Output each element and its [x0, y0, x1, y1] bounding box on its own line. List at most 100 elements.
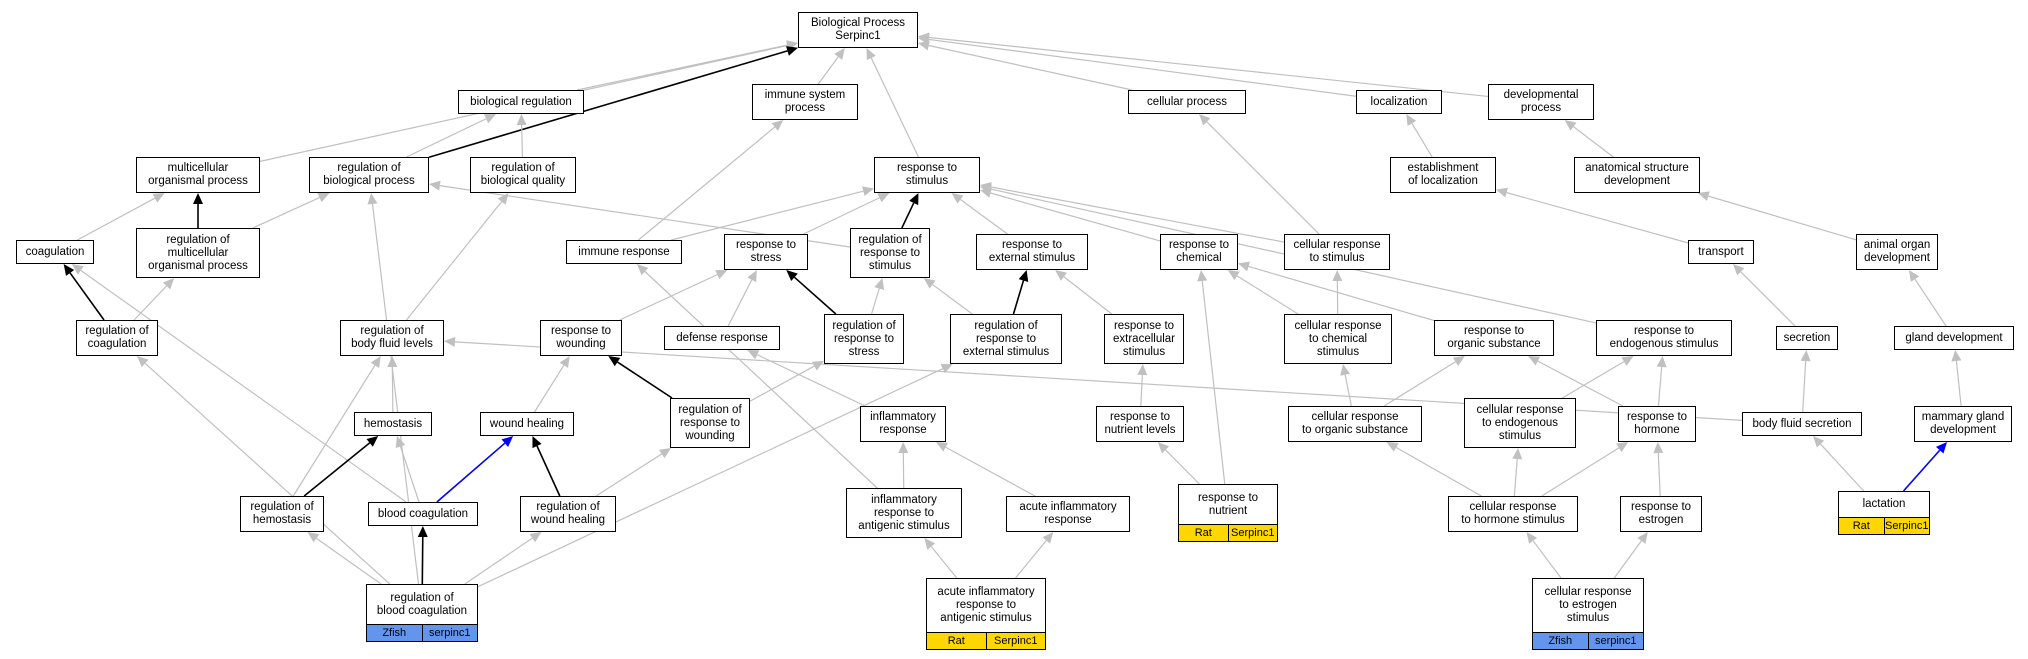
go-term-bp[interactable]: Biological Process Serpinc1	[798, 12, 918, 48]
go-term-resp[interactable]: response to stimulus	[874, 157, 980, 193]
go-term-regrespstress[interactable]: regulation of response to stress	[824, 314, 904, 364]
edge-cellresporg-to-resporg	[1383, 356, 1465, 407]
go-term-bloodcoag[interactable]: blood coagulation	[368, 502, 478, 526]
go-term-label: response to stress	[735, 239, 797, 264]
go-term-hemostasis[interactable]: hemostasis	[354, 412, 432, 436]
edge-line	[252, 197, 320, 229]
go-term-label: regulation of biological quality	[480, 162, 566, 187]
edge-line	[727, 279, 753, 327]
edge-regbfl-to-regbioq	[405, 193, 509, 321]
edge-line	[1613, 540, 1642, 579]
go-term-label: cellular response to estrogen stimulus	[1544, 586, 1632, 624]
edge-arrowhead	[980, 184, 992, 194]
go-term-label: regulation of coagulation	[85, 325, 149, 350]
edge-arrowhead	[1908, 270, 1920, 282]
go-term-cellresporg[interactable]: cellular response to organic substance	[1288, 406, 1422, 442]
go-term-resphorm[interactable]: response to hormone	[1618, 406, 1696, 442]
species-tag: Rat	[1194, 527, 1212, 539]
edge-arrowhead	[71, 264, 84, 275]
go-term-cellproc[interactable]: cellular process	[1128, 90, 1246, 114]
go-term-label: inflammatory response	[870, 411, 936, 436]
edge-regwoundheal-to-woundheal	[532, 436, 561, 497]
go-term-multorg[interactable]: multicellular organismal process	[136, 157, 260, 193]
edge-cellresphorm-to-cellresporg	[1386, 442, 1482, 497]
edge-cellresphorm-to-resphorm	[1541, 442, 1629, 497]
go-term-defresp[interactable]: defense response	[664, 326, 780, 350]
go-term-mamdev[interactable]: mammary gland development	[1914, 406, 2012, 442]
go-term-regrespwound[interactable]: regulation of response to wounding	[670, 398, 750, 448]
edge-line	[1015, 540, 1047, 579]
go-term-secretion[interactable]: secretion	[1776, 326, 1838, 350]
go-term-acuteinfl[interactable]: acute inflammatory response	[1006, 496, 1130, 532]
edge-regrespext-to-respext	[1012, 270, 1029, 315]
go-term-regrespext[interactable]: regulation of response to external stimu…	[950, 314, 1062, 364]
go-term-bioreg[interactable]: biological regulation	[458, 90, 584, 114]
edge-arrowhead	[1055, 270, 1067, 281]
edge-arrowhead	[307, 532, 320, 543]
go-term-respext[interactable]: response to external stimulus	[976, 234, 1088, 270]
annotation-row: Rat Serpinc1	[1179, 524, 1277, 541]
go-term-coag[interactable]: coagulation	[16, 240, 94, 264]
edge-line	[803, 197, 880, 235]
go-term-label: regulation of biological process	[323, 162, 415, 187]
go-term-cellresphorm[interactable]: cellular response to hormone stimulus	[1448, 496, 1578, 532]
edge-line	[77, 197, 156, 241]
go-term-regbioq[interactable]: regulation of biological quality	[470, 157, 576, 193]
go-term-resporg[interactable]: response to organic substance	[1434, 320, 1554, 356]
go-term-glanddev[interactable]: gland development	[1894, 326, 2014, 350]
edge-line	[644, 271, 878, 489]
go-term-regwoundheal[interactable]: regulation of wound healing	[520, 496, 616, 532]
go-term-acuteinflanti[interactable]: acute inflammatory response to antigenic…	[926, 578, 1046, 650]
go-term-immsys[interactable]: immune system process	[752, 84, 858, 120]
edge-line	[80, 269, 407, 503]
edge-estloc-to-local	[1406, 114, 1433, 158]
go-term-estloc[interactable]: establishment of localization	[1390, 157, 1496, 193]
go-term-anatdev[interactable]: anatomical structure development	[1574, 157, 1700, 193]
go-term-cellrespchem[interactable]: cellular response to chemical stimulus	[1284, 314, 1392, 364]
go-term-cellrespstim[interactable]: cellular response to stimulus	[1284, 234, 1390, 270]
go-term-respstress[interactable]: response to stress	[724, 234, 808, 270]
go-term-regresp[interactable]: regulation of response to stimulus	[850, 228, 930, 278]
go-term-label: wound healing	[489, 417, 565, 430]
go-term-label: cellular response to organic substance	[1301, 411, 1409, 436]
go-term-cellrespendo[interactable]: cellular response to endogenous stimulus	[1464, 398, 1576, 448]
go-term-regcoag[interactable]: regulation of coagulation	[76, 320, 158, 356]
go-term-label: regulation of hemostasis	[250, 501, 314, 526]
edge-resphorm-to-respendo	[1656, 356, 1667, 407]
go-term-respwound[interactable]: response to wounding	[540, 320, 622, 356]
go-term-label: animal organ development	[1863, 239, 1931, 264]
go-term-reghemo[interactable]: regulation of hemostasis	[240, 496, 324, 532]
go-term-inflrespanti[interactable]: inflammatory response to antigenic stimu…	[846, 488, 962, 538]
go-term-transport[interactable]: transport	[1688, 240, 1754, 264]
go-term-respendo[interactable]: response to endogenous stimulus	[1596, 320, 1732, 356]
go-term-label: regulation of blood coagulation	[376, 591, 468, 617]
edge-arrowhead	[1935, 442, 1948, 454]
go-term-regbfl[interactable]: regulation of body fluid levels	[340, 320, 444, 356]
go-term-devproc[interactable]: developmental process	[1488, 84, 1594, 120]
edge-regrespext-to-regresp	[923, 278, 973, 315]
go-term-woundheal[interactable]: wound healing	[480, 412, 574, 436]
go-term-local[interactable]: localization	[1356, 90, 1442, 114]
go-term-regmult[interactable]: regulation of multicellular organismal p…	[136, 228, 260, 278]
go-term-regbio[interactable]: regulation of biological process	[309, 157, 429, 193]
edge-line	[406, 118, 487, 158]
go-term-animorg[interactable]: animal organ development	[1856, 234, 1938, 270]
go-term-immresp[interactable]: immune response	[566, 240, 682, 264]
go-term-respextra[interactable]: response to extracellular stimulus	[1104, 314, 1184, 364]
edge-line	[1573, 126, 1614, 158]
go-term-inflresp[interactable]: inflammatory response	[860, 406, 946, 442]
gene-tag: Serpinc1	[1227, 525, 1278, 541]
edge-arrowhead	[866, 48, 876, 61]
go-term-respnutlev[interactable]: response to nutrient levels	[1096, 406, 1184, 442]
go-term-respchem[interactable]: response to chemical	[1160, 234, 1238, 270]
edge-line	[133, 285, 168, 321]
go-term-bfsecretion[interactable]: body fluid secretion	[1742, 412, 1862, 436]
edge-line	[960, 199, 1008, 235]
go-term-respestro[interactable]: response to estrogen	[1620, 496, 1702, 532]
